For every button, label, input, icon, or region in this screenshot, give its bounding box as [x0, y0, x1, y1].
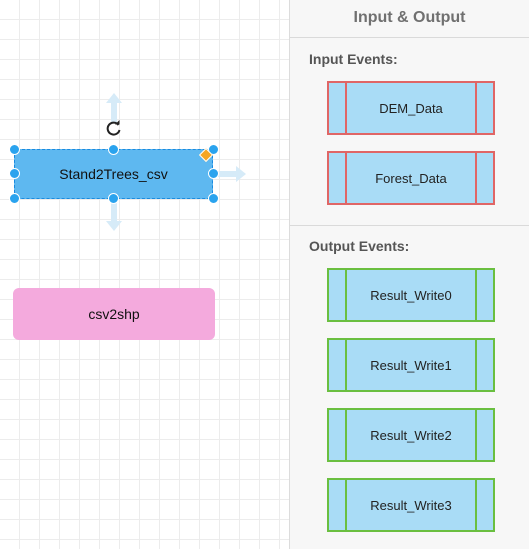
input-events-label: Input Events:	[309, 51, 398, 67]
arrow-down-icon[interactable]	[106, 201, 122, 231]
arrow-right-icon[interactable]	[215, 166, 246, 182]
resize-handle-icon[interactable]	[108, 193, 119, 204]
event-label: Result_Write0	[370, 287, 452, 303]
output-event-result-write3[interactable]: Result_Write3	[327, 478, 495, 532]
event-label: Result_Write3	[370, 497, 452, 513]
input-event-forest-data[interactable]: Forest_Data	[327, 151, 495, 205]
panel-title: Input & Output	[290, 0, 529, 38]
event-label: Forest_Data	[375, 170, 447, 186]
section-divider	[290, 225, 529, 226]
event-label: Result_Write1	[370, 357, 452, 373]
diagram-canvas[interactable]: Stand2Trees_csv csv2shp	[0, 0, 289, 549]
node-stand2trees-csv[interactable]: Stand2Trees_csv	[14, 149, 213, 199]
output-event-result-write0[interactable]: Result_Write0	[327, 268, 495, 322]
output-events-label: Output Events:	[309, 238, 410, 254]
event-label: DEM_Data	[379, 100, 443, 116]
input-event-dem-data[interactable]: DEM_Data	[327, 81, 495, 135]
input-output-panel: Input & Output Input Events: DEM_Data Fo…	[289, 0, 529, 549]
resize-handle-icon[interactable]	[9, 144, 20, 155]
output-event-result-write2[interactable]: Result_Write2	[327, 408, 495, 462]
resize-handle-icon[interactable]	[9, 193, 20, 204]
node-csv2shp[interactable]: csv2shp	[13, 288, 215, 340]
output-event-result-write1[interactable]: Result_Write1	[327, 338, 495, 392]
resize-handle-icon[interactable]	[208, 193, 219, 204]
resize-handle-icon[interactable]	[208, 168, 219, 179]
resize-handle-icon[interactable]	[108, 144, 119, 155]
node-label: csv2shp	[88, 306, 140, 322]
rotate-icon[interactable]	[105, 120, 122, 137]
event-label: Result_Write2	[370, 427, 452, 443]
node-label: Stand2Trees_csv	[59, 166, 168, 182]
arrow-up-icon[interactable]	[106, 93, 122, 123]
resize-handle-icon[interactable]	[9, 168, 20, 179]
